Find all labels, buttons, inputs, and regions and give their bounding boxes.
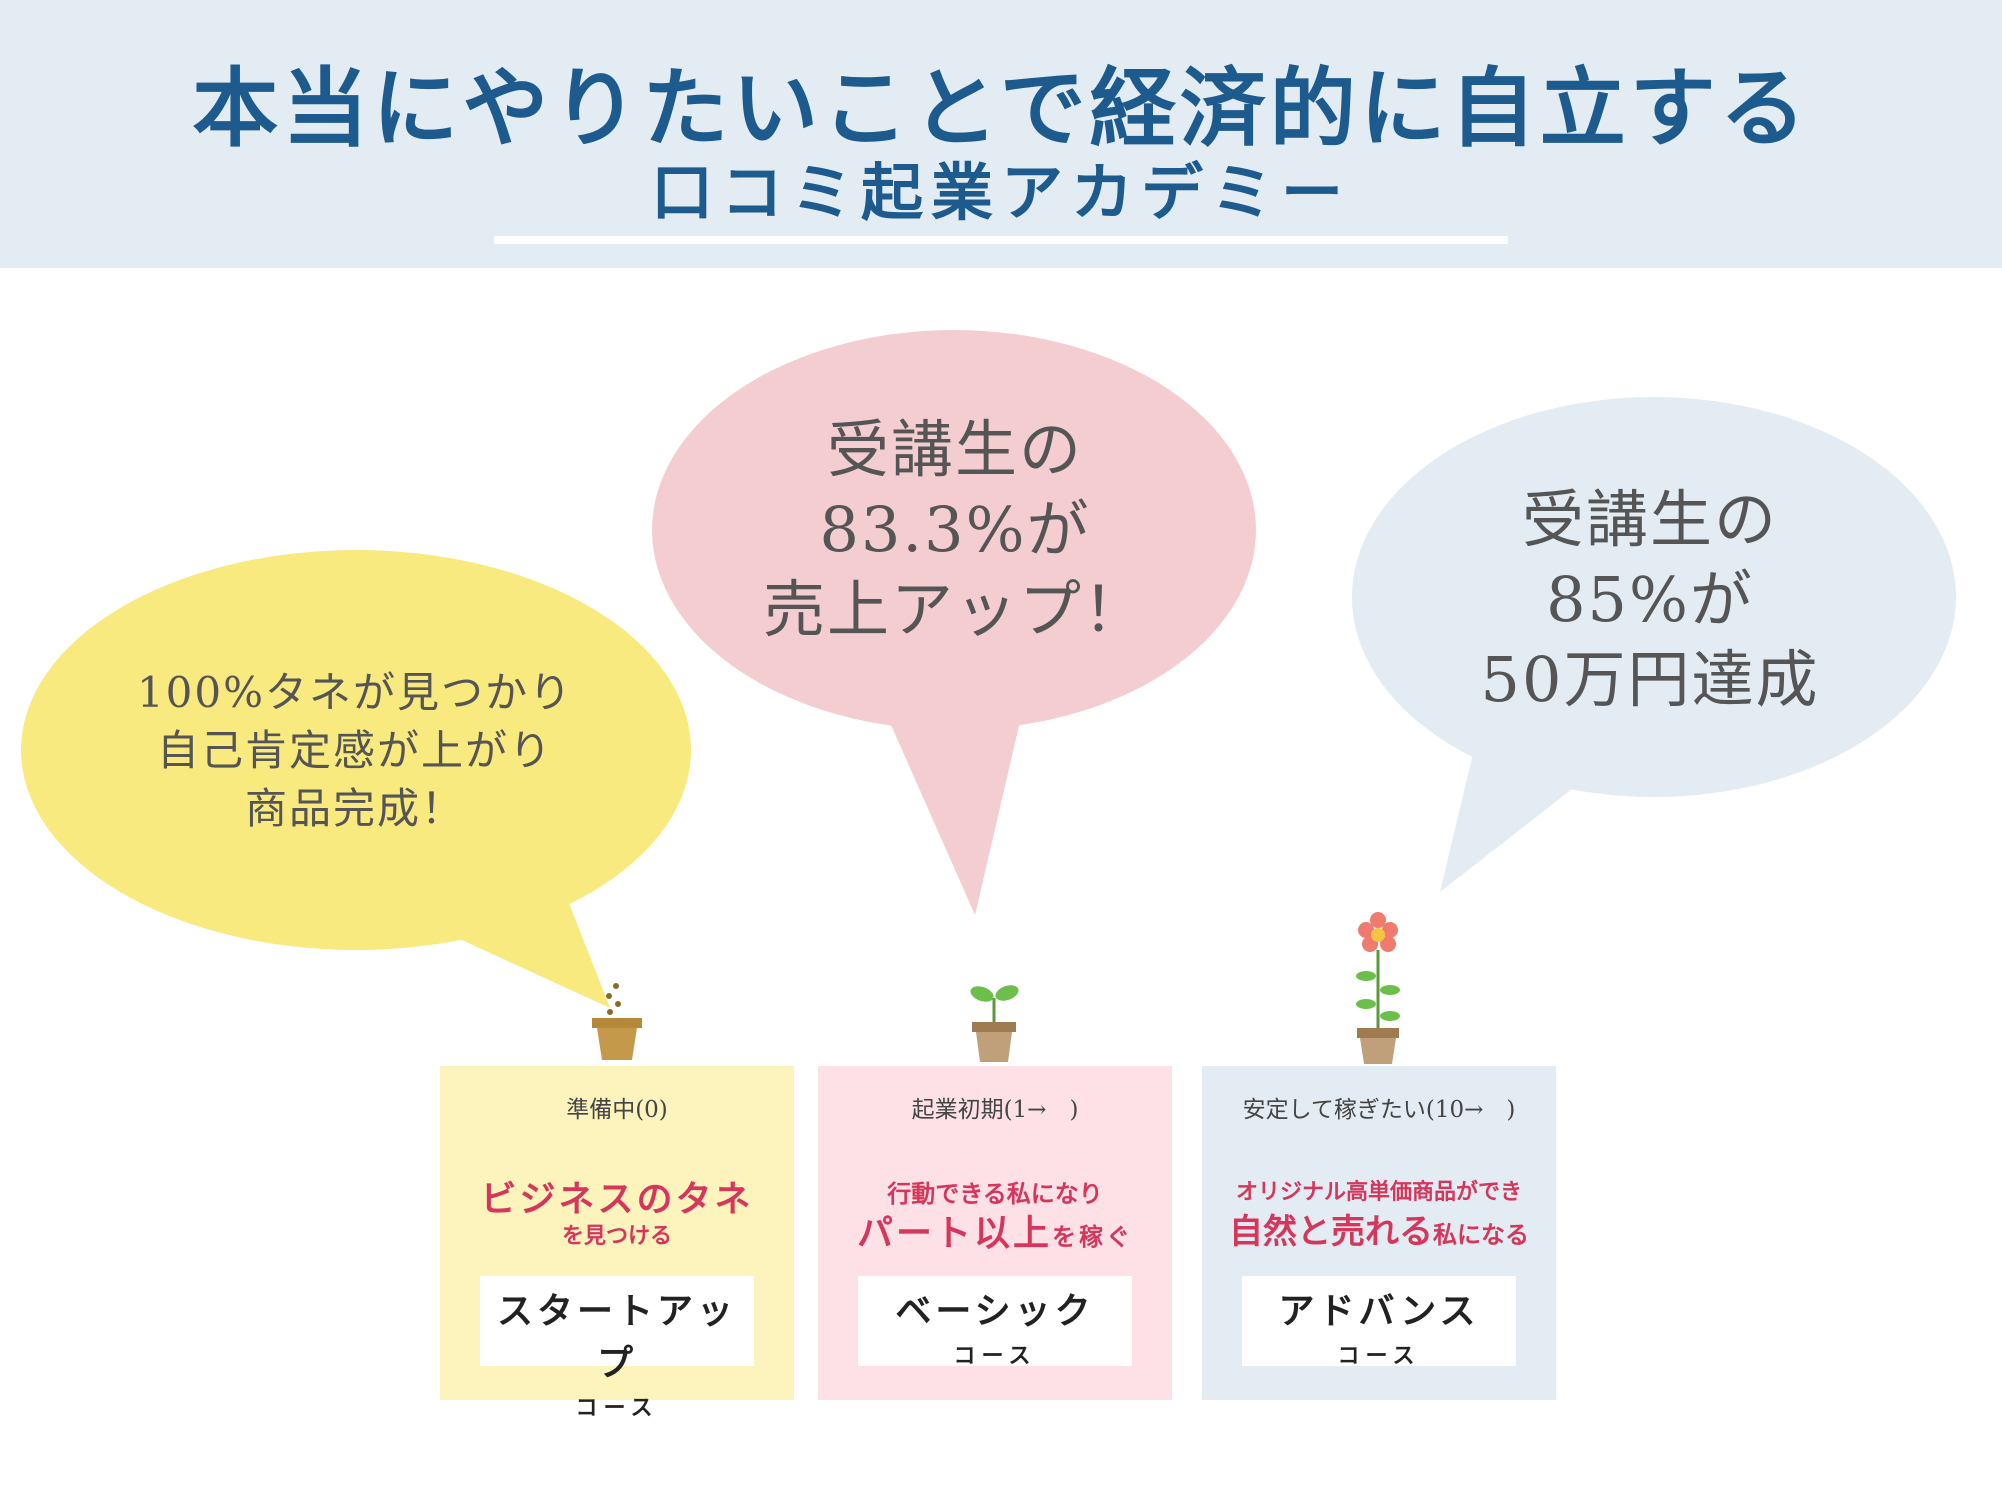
course-level: 準備中(0)	[566, 1097, 668, 1123]
bubble-blue-text: 受講生の 85%が 50万円達成	[1480, 483, 1820, 716]
course-level: 起業初期(1→ )	[911, 1097, 1079, 1123]
course-highlight-line: 自然と売れる私になる	[1202, 1204, 1556, 1253]
sprout-pot-icon	[970, 985, 1019, 1062]
course-card-startup: 準備中(0) ビジネスのタネ を見つける スタートアップ コース	[440, 1066, 794, 1421]
bubble-pink	[652, 330, 1256, 915]
header-banner: 本当にやりたいことで経済的に自立する 口コミ起業アカデミー	[0, 0, 2002, 268]
course-highlight-tail: 私になる	[1433, 1220, 1529, 1249]
course-name: アドバンス	[1278, 1290, 1480, 1332]
course-name: スタートアップ	[496, 1290, 737, 1384]
course-suffix: コース	[953, 1343, 1037, 1369]
page-title: 本当にやりたいことで経済的に自立する	[192, 58, 1810, 159]
page-subtitle: 口コミ起業アカデミー	[650, 156, 1351, 229]
course-highlight-line: パート以上を稼ぐ	[818, 1204, 1172, 1256]
course-card-basic: 起業初期(1→ ) 行動できる私になり パート以上を稼ぐ ベーシック コース	[818, 1066, 1172, 1400]
title-divider	[494, 236, 1508, 244]
bubble-pink-text: 受講生の 83.3%が 売上アップ！	[762, 413, 1147, 646]
course-level: 安定して稼ぎたい(10→ )	[1242, 1097, 1516, 1123]
bubble-blue	[1352, 397, 1956, 892]
course-name-box: スタートアップ コース	[480, 1276, 754, 1421]
course-highlight-main: パート以上	[856, 1212, 1052, 1254]
course-card-advance: 安定して稼ぎたい(10→ ) オリジナル高単価商品ができ 自然と売れる私になる …	[1202, 1066, 1556, 1400]
bubble-yellow	[21, 550, 691, 1008]
course-name-box: ベーシック コース	[858, 1276, 1132, 1369]
course-highlight-main: 自然と売れる	[1229, 1212, 1433, 1252]
course-name: ベーシック	[895, 1290, 1095, 1332]
bubble-yellow-text: 100%タネが見つかり 自己肯定感が上がり 商品完成！	[136, 668, 574, 833]
flower-pot-icon	[1356, 912, 1400, 1064]
course-highlight-tail: を稼ぐ	[1052, 1222, 1133, 1251]
course-name-box: アドバンス コース	[1242, 1276, 1516, 1369]
course-highlight-sub: を見つける	[561, 1223, 672, 1249]
course-suffix: コース	[575, 1395, 659, 1421]
seed-pot-icon	[592, 983, 642, 1060]
course-suffix: コース	[1337, 1343, 1421, 1369]
course-highlight-top: 行動できる私になり	[887, 1179, 1103, 1208]
course-highlight-main: ビジネスのタネ	[480, 1178, 754, 1220]
course-highlight-top: オリジナル高単価商品ができ	[1235, 1179, 1522, 1205]
